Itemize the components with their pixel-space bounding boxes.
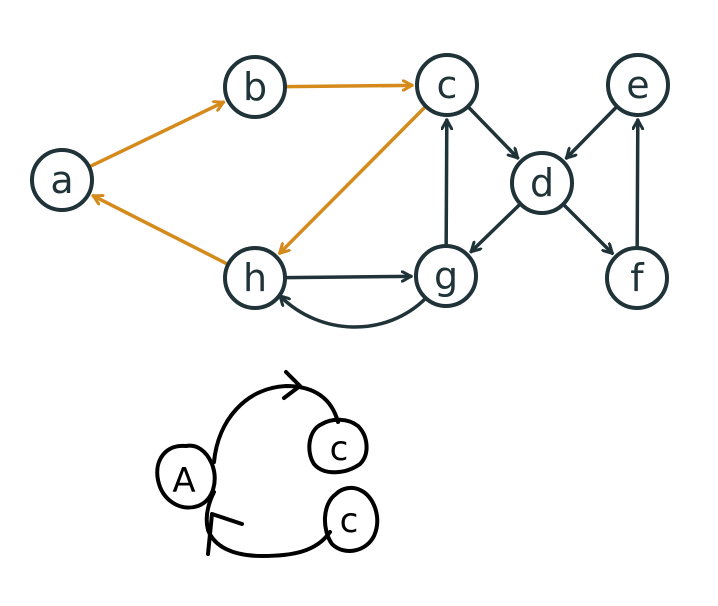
edge-f-to-e (637, 118, 638, 248)
sketch-label-c1: c (330, 429, 349, 469)
node-c-label: c (437, 63, 458, 107)
node-b-label: b (243, 65, 267, 109)
graph-nodes: a b c d e f g h (30, 53, 670, 310)
node-a-label: a (50, 158, 73, 202)
sketch-edge-a-to-c-upper (212, 384, 340, 464)
node-f-circle (605, 246, 669, 310)
sketch-node-a-circle (155, 443, 217, 510)
node-a: a (30, 148, 94, 212)
edge-a-to-b (89, 102, 226, 168)
edge-h-to-a (91, 196, 229, 266)
node-e: e (606, 53, 670, 117)
edge-d-to-f (562, 203, 615, 256)
sketch-label-c2: c (340, 501, 359, 541)
sketch-arrowhead-lower (206, 512, 244, 556)
node-d-circle (510, 151, 574, 215)
node-g: g (414, 244, 478, 308)
edge-d-to-g (469, 203, 521, 254)
node-e-label: e (626, 63, 649, 107)
sketch-edge-c2-to-a-lower (204, 490, 332, 558)
node-d-label: d (530, 161, 554, 205)
sketch-labels: A c c (172, 429, 358, 541)
hand-drawn-sketch (155, 370, 380, 558)
node-c: c (415, 53, 479, 117)
node-c-circle (415, 53, 479, 117)
sketch-arrowhead-upper (282, 370, 302, 400)
node-g-circle (414, 244, 478, 308)
node-b: b (223, 55, 287, 119)
sketch-label-a: A (172, 461, 195, 501)
node-g-label: g (434, 254, 458, 298)
node-d: d (510, 151, 574, 215)
edge-c-to-h (277, 105, 427, 255)
edge-c-to-d (467, 106, 520, 160)
sketch-node-c2-circle (323, 485, 380, 553)
node-h: h (223, 246, 287, 310)
edge-g-to-h (278, 294, 428, 329)
graph-edges (89, 85, 638, 329)
node-b-circle (223, 55, 287, 119)
sketch-node-c1-circle (307, 417, 369, 475)
node-h-circle (223, 246, 287, 310)
edge-e-to-d (564, 106, 618, 160)
node-f-label: f (630, 256, 645, 300)
edge-h-to-g (285, 276, 413, 277)
edge-g-to-c (446, 118, 447, 246)
node-f: f (605, 246, 669, 310)
node-h-label: h (243, 256, 267, 300)
node-a-circle (30, 148, 94, 212)
node-e-circle (606, 53, 670, 117)
edge-b-to-c (285, 85, 414, 86)
